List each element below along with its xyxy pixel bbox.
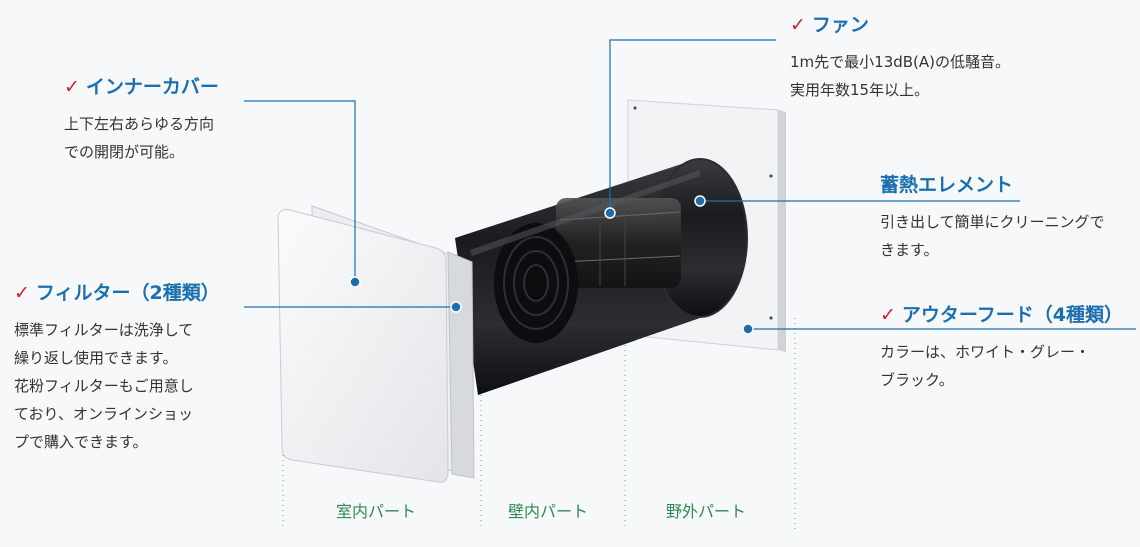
callout-heat-element: 蓄熱エレメント 引き出して簡単にクリーニングで きます。 [880,172,1105,264]
callout-title: ✓アウターフード（4種類） [880,304,1124,326]
leader-inner-cover [244,100,356,282]
callout-inner-cover: ✓インナーカバー 上下左右あらゆる方向 での開閉が可能。 [64,74,219,166]
leader-dot [694,195,706,207]
check-icon: ✓ [14,282,30,304]
check-icon: ✓ [790,14,806,36]
leader-dot [450,301,462,313]
callout-description: 標準フィルターは洗浄して 繰り返し使用できます。 花粉フィルターもご用意し てお… [14,321,194,451]
callout-description: カラーは、ホワイト・グレー・ ブラック。 [880,343,1091,389]
heat-exchanger-tube [455,158,748,395]
check-icon: ✓ [64,76,80,98]
callout-description: 上下左右あらゆる方向 での開閉が可能。 [64,115,215,161]
leader-dot [604,207,616,219]
zone-label-indoor: 室内パート [336,502,417,521]
callout-title: ✓インナーカバー [64,76,219,98]
callout-description: 1m先で最小13dB(A)の低騒音。 実用年数15年以上。 [790,53,1011,99]
leader-dots [349,195,754,335]
callout-description: 引き出して簡単にクリーニングで きます。 [880,213,1105,259]
leader-fan [609,39,776,213]
leader-lines [244,39,1136,330]
callout-title: ✓ファン [790,14,869,36]
callout-filter: ✓フィルター（2種類） 標準フィルターは洗浄して 繰り返し使用できます。 花粉フ… [14,280,220,456]
leader-dot [349,276,361,288]
inner-cover-panel [277,209,449,483]
leader-dot [742,323,754,335]
zone-label-in-wall: 壁内パート [508,502,589,521]
check-icon: ✓ [880,304,896,326]
callout-title: ✓フィルター（2種類） [14,282,220,304]
callout-fan: ✓ファン 1m先で最小13dB(A)の低騒音。 実用年数15年以上。 [790,12,1010,104]
zone-label-outdoor: 野外パート [666,502,747,521]
callout-title: 蓄熱エレメント [880,174,1014,196]
callout-outer-hood: ✓アウターフード（4種類） カラーは、ホワイト・グレー・ ブラック。 [880,302,1123,394]
